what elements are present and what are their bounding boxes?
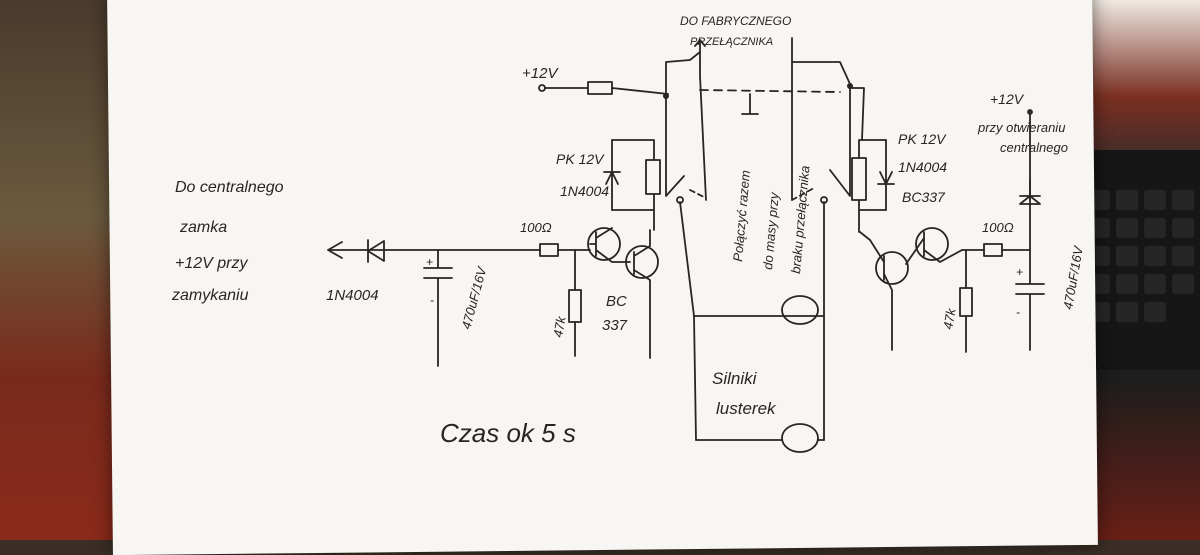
res-right [983,243,1003,257]
cap-left-minus: - [430,293,434,307]
plus12-top-label: +12V [522,65,559,82]
motor-1 [781,295,819,325]
relay-right-diode [877,139,895,211]
res-left [539,243,559,257]
motors-label-line1: Silniki [712,369,758,388]
res-right-label: 100Ω [982,220,1014,235]
motor-2 [781,423,819,453]
relay-left-label: PK 12V [556,151,605,167]
motors-label-line2: lusterek [716,399,777,418]
right-input-line2: przy otwieraniu [977,120,1065,135]
center-text-line1: Połączyć razem [730,169,753,262]
top-label-line1: DO FABRYCZNEGO [680,14,791,28]
schematic: Do centralnego zamka +12V przy zamykaniu… [171,14,1086,453]
pot-left [568,289,582,323]
left-input-line2: zamka [179,219,227,236]
top-label-line2: PRZEŁĄCZNIKA [690,36,773,48]
cap-right-plus: + [1016,265,1023,279]
relay-right-diode-label: 1N4004 [898,159,947,175]
right-input-line3: centralnego [1000,140,1068,155]
cap-right [1015,179,1045,351]
cap-right-label: 470uF/16V [1060,244,1086,311]
relay-left-diode-label: 1N4004 [560,183,609,199]
left-input-line3: +12V przy [175,255,248,272]
transistor-right-1 [875,251,909,285]
diode-right [1019,109,1041,205]
diode-left-label: 1N4004 [326,287,379,304]
res-left-label: 100Ω [520,220,552,235]
relay-right-coil [851,157,867,201]
left-input-line1: Do centralnego [175,179,284,196]
right-input-line1: +12V [990,91,1025,107]
pot-right-label: 47k [940,306,959,331]
res-top-left [587,81,613,95]
center-text-line2: do masy przy [760,190,782,270]
relay-right-transistor-label: BC337 [902,189,946,205]
relay-right-label: PK 12V [898,131,947,147]
pot-right [959,287,973,317]
left-arrow [327,241,343,259]
relay-left-diode [603,139,621,211]
pot-left-label: 47k [550,314,569,339]
diode-left [367,239,385,263]
cap-right-minus: - [1016,305,1020,319]
transistor-left-label1: BC [606,293,627,310]
left-input-line4: zamykaniu [171,287,249,304]
transistor-left-label2: 337 [602,317,628,334]
cap-left [423,249,453,367]
cap-left-label: 470uF/16V [458,264,489,331]
relay-left-coil [645,159,661,195]
time-label: Czas ok 5 s [440,418,576,448]
transistor-left-1 [587,227,621,261]
cap-left-plus: + [426,255,433,269]
transistor-right-2 [915,227,949,261]
